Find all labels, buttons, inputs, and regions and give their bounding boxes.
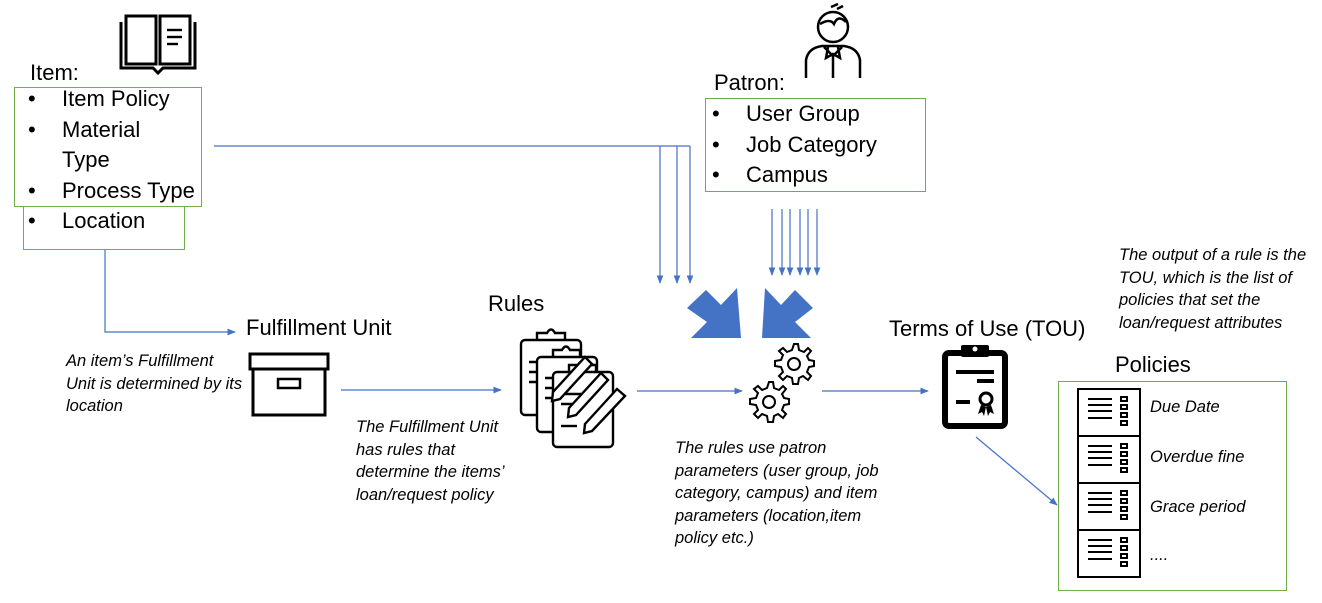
item-to-rules-connectors (214, 145, 694, 284)
rules-title: Rules (488, 291, 545, 316)
policy-cabinet-icon-4 (1077, 529, 1141, 578)
item-parameters-big-arrow (687, 288, 741, 338)
patron-attribute-list: User Group Job Category Campus (698, 99, 928, 191)
patron-attribute: User Group (698, 99, 928, 130)
policy-stack (1077, 388, 1141, 578)
policies-box (1058, 381, 1287, 591)
item-attribute: Material Type (14, 115, 172, 176)
location-to-fulfillment-connector (104, 249, 236, 336)
engine-note: The rules use patron parameters (user gr… (675, 439, 879, 547)
policies-title: Policies (1115, 352, 1191, 377)
open-book-icon (119, 14, 197, 76)
person-icon (804, 2, 862, 78)
patron-parameters-big-arrow (762, 288, 813, 338)
tou-title: Terms of Use (TOU) (889, 316, 1086, 341)
gears-icon (749, 343, 815, 423)
fulfillment-unit-note: An item’s Fulfillment Unit is determined… (66, 352, 243, 415)
tou-to-policies-connector (975, 436, 1058, 506)
patron-attribute: Campus (698, 160, 928, 191)
patron-to-rules-connectors (768, 209, 821, 276)
archive-box-icon (248, 352, 330, 417)
certificate-clipboard-icon (942, 345, 1008, 429)
item-attribute: Process Type (14, 176, 204, 207)
rules-note: The Fulfillment Unit has rules that dete… (356, 418, 504, 504)
tou-note: The output of a rule is the TOU, which i… (1119, 246, 1307, 332)
policy-label: Grace period (1150, 498, 1246, 516)
patron-title: Patron: (714, 70, 785, 95)
fulfillment-unit-title: Fulfillment Unit (246, 315, 392, 340)
patron-attribute: Job Category (698, 130, 928, 161)
policy-label: Overdue fine (1150, 448, 1245, 466)
item-attribute: Item Policy (14, 84, 204, 115)
item-attribute: Location (14, 206, 204, 237)
policy-label: Due Date (1150, 398, 1220, 416)
item-title: Item: (30, 60, 79, 85)
clipboards-with-pencils-icon (519, 328, 627, 449)
item-attribute-list: Item Policy Material Type Process Type L… (14, 84, 204, 237)
policy-label: .... (1150, 546, 1169, 564)
